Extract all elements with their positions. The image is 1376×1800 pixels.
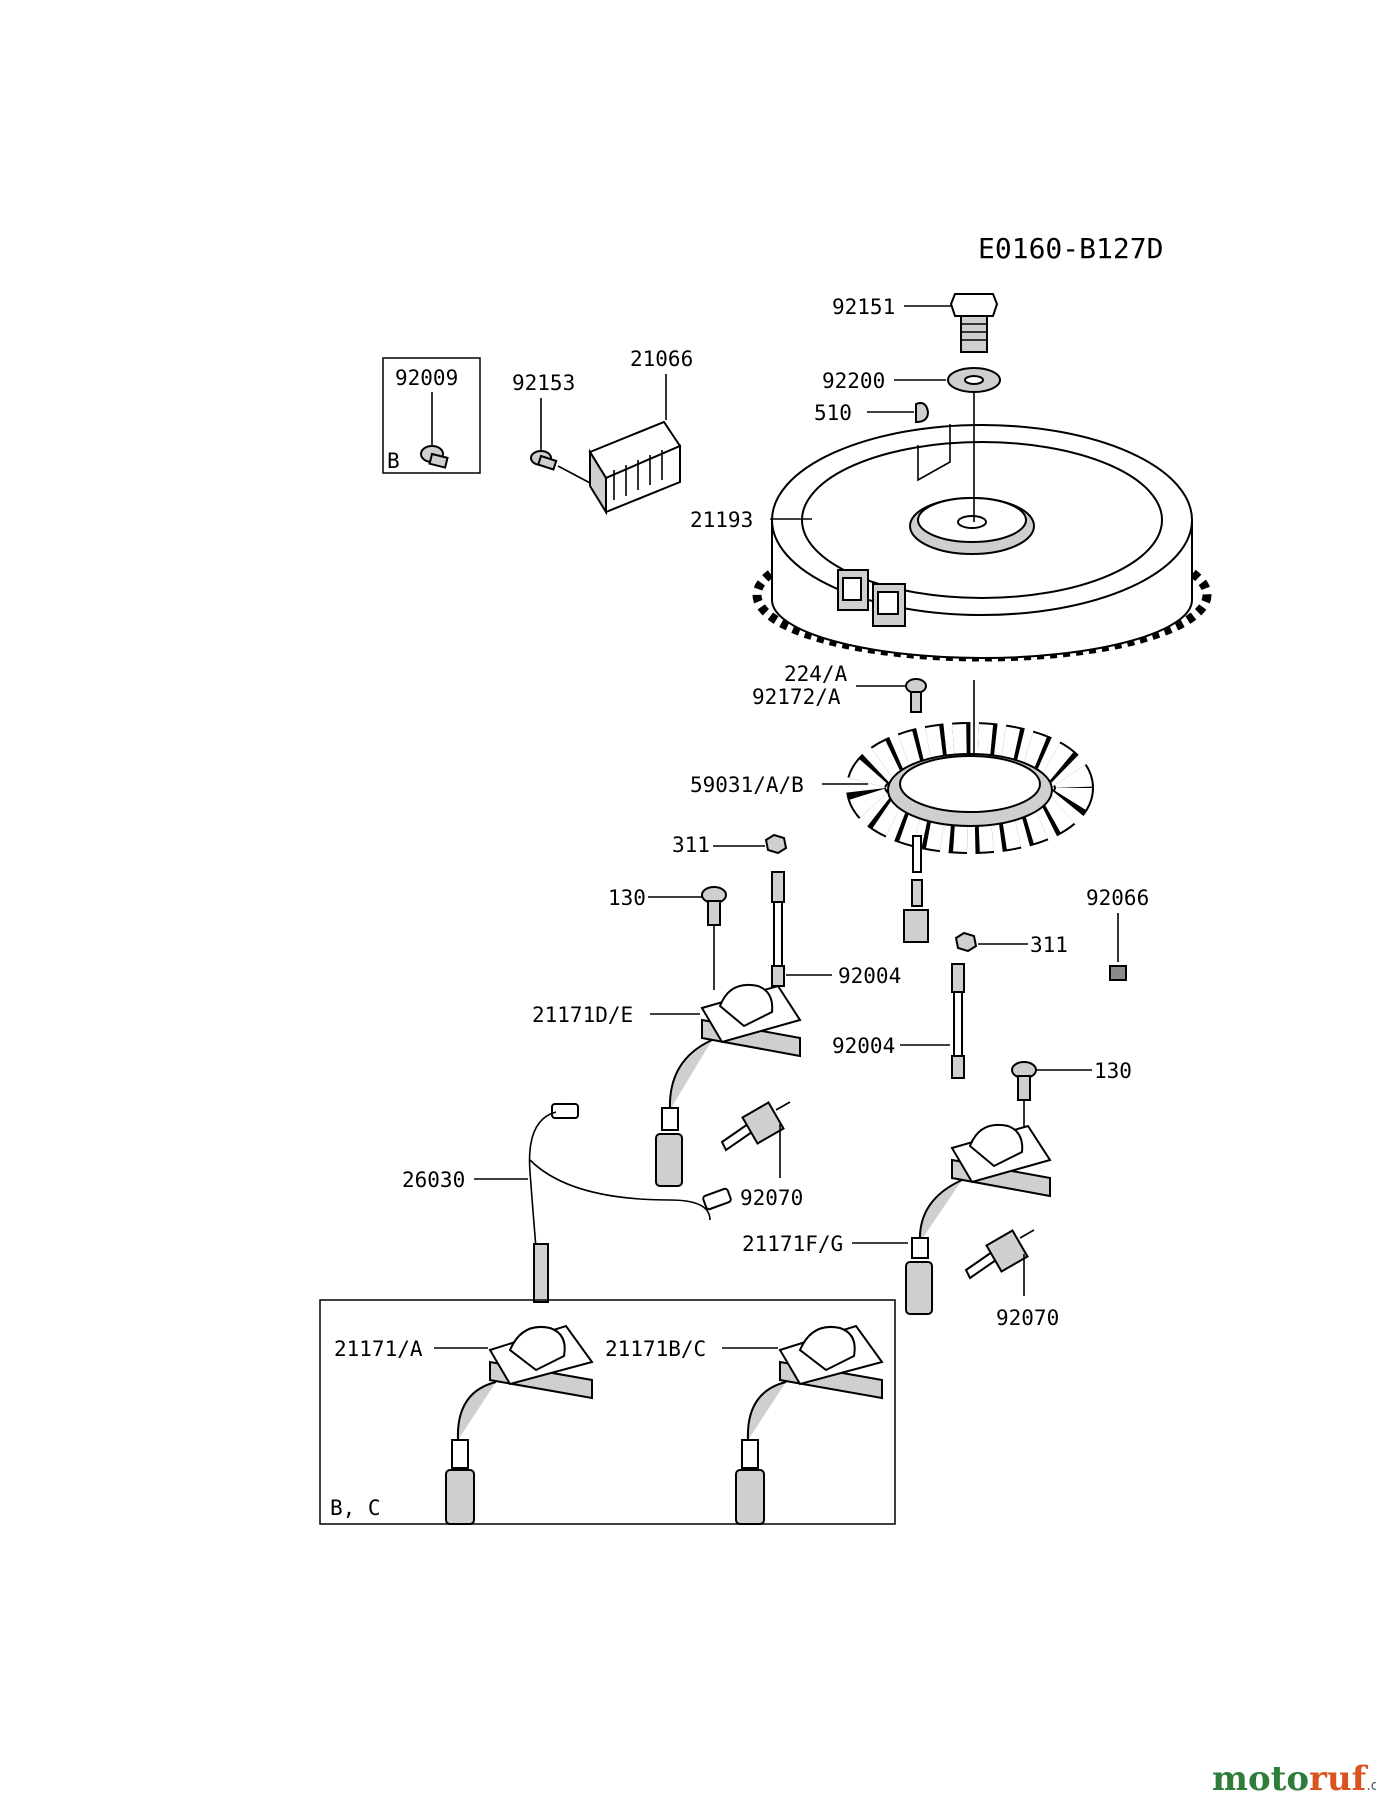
regulator-21066 xyxy=(588,420,682,516)
nut-311-left xyxy=(764,833,788,855)
screw-92172a xyxy=(905,678,927,713)
bolt-130-left xyxy=(701,886,727,926)
variant-bc-box xyxy=(319,1299,896,1525)
stator-59031 xyxy=(846,722,1094,943)
stud-92004-left xyxy=(771,871,785,987)
screw-92153 xyxy=(530,450,558,471)
label-92151: 92151 xyxy=(832,295,895,319)
diagram-code: E0160-B127D xyxy=(978,232,1163,265)
label-92004-right: 92004 xyxy=(832,1034,895,1058)
watermark-logo: motoruf.de xyxy=(1212,1759,1376,1799)
bolt-92151 xyxy=(949,293,999,353)
variant-b-box xyxy=(382,357,481,474)
label-variant-b: B xyxy=(387,449,400,473)
coil-21171de xyxy=(655,984,802,1187)
plug-92066 xyxy=(1109,965,1127,981)
label-92153: 92153 xyxy=(512,371,575,395)
key-510 xyxy=(915,402,930,424)
nut-311-right xyxy=(954,931,978,953)
label-92070-left: 92070 xyxy=(740,1186,803,1210)
flywheel-21193 xyxy=(752,424,1212,662)
label-21171a: 21171/A xyxy=(334,1337,423,1361)
svg-text:motoruf.de: motoruf.de xyxy=(1212,1759,1376,1799)
screw-92009 xyxy=(420,445,449,469)
stud-92004-right xyxy=(951,963,965,1079)
label-311-right: 311 xyxy=(1030,933,1068,957)
label-21171bc: 21171B/C xyxy=(605,1337,706,1361)
label-26030: 26030 xyxy=(402,1168,465,1192)
label-224a: 224/A xyxy=(784,662,848,686)
washer-92200 xyxy=(947,367,1001,393)
label-92066: 92066 xyxy=(1086,886,1149,910)
label-21193: 21193 xyxy=(690,508,753,532)
wire-harness-26030 xyxy=(528,1103,732,1303)
label-21066: 21066 xyxy=(630,347,693,371)
label-92070-right: 92070 xyxy=(996,1306,1059,1330)
label-510: 510 xyxy=(814,401,852,425)
label-21171fg: 21171F/G xyxy=(742,1232,843,1256)
label-130-right: 130 xyxy=(1094,1059,1132,1083)
label-311-left: 311 xyxy=(672,833,710,857)
coil-21171fg xyxy=(905,1124,1052,1315)
coil-21171bc xyxy=(735,1324,884,1525)
label-variant-bc: B, C xyxy=(330,1496,381,1520)
label-92004-left: 92004 xyxy=(838,964,901,988)
label-92200: 92200 xyxy=(822,369,885,393)
label-92172a: 92172/A xyxy=(752,685,841,709)
bolt-130-right xyxy=(1011,1061,1037,1101)
spark-plug-92070-right xyxy=(964,1229,1035,1280)
spark-plug-92070-left xyxy=(720,1101,791,1152)
label-92009: 92009 xyxy=(395,366,458,390)
label-21171de: 21171D/E xyxy=(532,1003,633,1027)
coil-21171a xyxy=(445,1324,594,1525)
label-130-left: 130 xyxy=(608,886,646,910)
label-59031: 59031/A/B xyxy=(690,773,804,797)
